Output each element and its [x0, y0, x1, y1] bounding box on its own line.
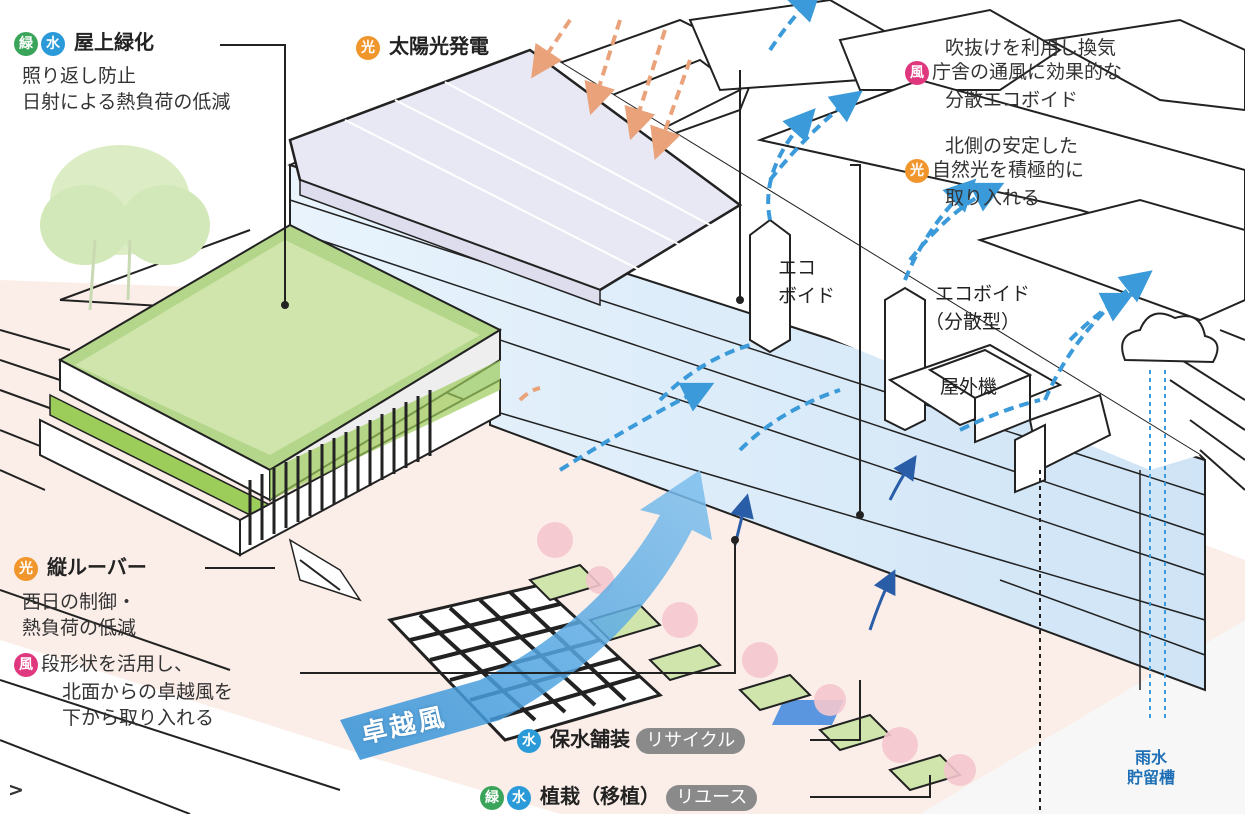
- airflow-arrows: [518, 0, 1153, 472]
- rooftop-green-line2: 日射による熱負荷の低減: [22, 91, 231, 113]
- eco-void-ventilation-line3: 分散エコボイド: [945, 89, 1079, 111]
- water-storage-title: 保水舗装: [550, 727, 631, 751]
- terrace-line3: 下から取り入れる: [62, 707, 215, 729]
- eco-void-dist-label-2: （分散型）: [925, 311, 1021, 333]
- water-storage-label: 水 保水舗装 リサイクル: [517, 727, 746, 754]
- prevailing-wind-arrow: [340, 470, 712, 760]
- outdoor-unit: [887, 343, 1112, 494]
- vertical-louver-label: 光 縦ルーバー: [14, 555, 147, 581]
- outdoor-unit-label: 屋外機: [940, 376, 998, 398]
- leader-lines: [205, 44, 1041, 814]
- rain-label-2: 貯留槽: [1127, 768, 1176, 787]
- light-badge-icon: 光: [356, 35, 380, 60]
- terraced-green-building: [39, 223, 503, 602]
- eco-void-label-1: エコ: [778, 257, 817, 279]
- eco-void-label-2: ボイド: [778, 285, 836, 307]
- wind-badge-icon: 風: [14, 652, 38, 677]
- eco-void-ventilation-line2: 風庁舎の通風に効果的な: [905, 60, 1122, 85]
- green-badge-icon: 緑: [14, 31, 38, 56]
- north-light-line2: 光自然光を積極的に: [905, 158, 1084, 183]
- planting-trees: [537, 522, 976, 786]
- vertical-louver-line1: 西日の制御・: [22, 591, 137, 613]
- cloud-icon: [1121, 312, 1219, 720]
- vertical-louver-line2: 熱負荷の低減: [22, 617, 137, 639]
- rooftop-green-line1: 照り返し防止: [22, 65, 137, 87]
- reuse-tag: リユース: [666, 784, 758, 811]
- rooftop-green-title: 屋上緑化: [74, 30, 155, 54]
- planting-title: 植栽（移植）: [540, 784, 661, 808]
- planting-label: 緑水 植栽（移植） リユース: [480, 784, 758, 811]
- context-buildings: [538, 0, 1245, 491]
- solar-label: 光 太陽光発電: [356, 34, 489, 60]
- tree-icon: [40, 145, 210, 311]
- rain-label-1: 雨水: [1135, 748, 1168, 767]
- light-badge-icon: 光: [14, 556, 38, 581]
- wind-badge-icon: 風: [905, 60, 929, 85]
- eco-void-ventilation-line1: 吹抜けを利用し換気: [945, 37, 1117, 59]
- left-context: [0, 229, 341, 814]
- north-light-line3: 取り入れる: [945, 187, 1041, 209]
- eco-void-dist-label-1: エコボイド: [935, 283, 1031, 305]
- terrace-line1: 風段形状を活用し、: [14, 652, 193, 677]
- water-badge-icon: 水: [507, 785, 531, 810]
- solar-title: 太陽光発電: [389, 34, 490, 58]
- page-marker: >: [8, 779, 24, 801]
- north-light-line1: 北側の安定した: [945, 135, 1079, 157]
- water-badge-icon: 水: [517, 728, 541, 753]
- recycle-tag: リサイクル: [636, 727, 746, 754]
- water-badge-icon: 水: [41, 31, 65, 56]
- sunlight-arrows: [531, 18, 692, 161]
- solar-panel-roof: [288, 48, 743, 307]
- terrace-line2: 北面からの卓越風を: [62, 681, 234, 703]
- vertical-louver-title: 縦ルーバー: [47, 555, 147, 579]
- rooftop-green-label: 緑水 屋上緑化: [14, 30, 154, 56]
- light-badge-icon: 光: [905, 158, 929, 183]
- green-badge-icon: 緑: [480, 785, 504, 810]
